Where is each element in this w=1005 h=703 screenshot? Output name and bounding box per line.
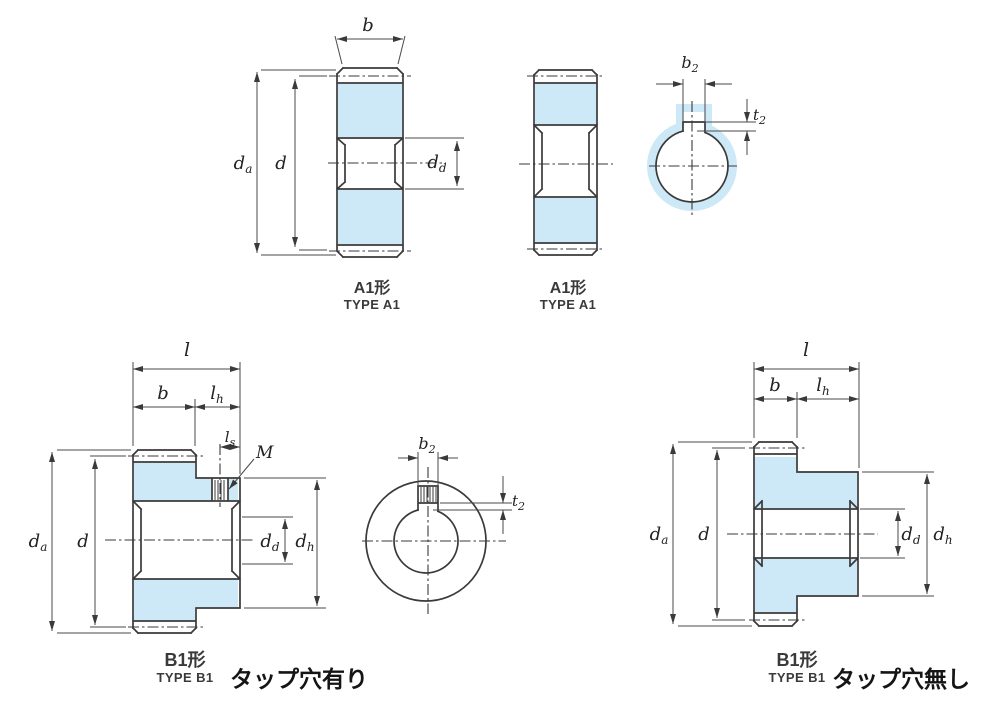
type-label-en: TYPE B1 [768, 669, 826, 685]
bore-outline [655, 121, 729, 203]
figure-a1-mid-section [519, 68, 613, 257]
dimension-lines [670, 362, 934, 627]
tap-hole-hatch [214, 480, 225, 500]
figure-keyway-top: b2 t2 [647, 53, 766, 217]
dim-label-dh: dh [933, 524, 952, 547]
centerlines [649, 101, 737, 217]
dim-label-m: M [255, 443, 274, 463]
dim-label-l: l [803, 339, 809, 361]
dim-label-b: b [157, 383, 169, 404]
type-label-en: TYPE A1 [539, 297, 597, 313]
dim-label-b2: b2 [418, 434, 435, 456]
caption-b1-right: B1形 TYPE B1 [737, 650, 857, 686]
dim-label-lh: lh [816, 375, 830, 398]
type-label-jp: A1形 [549, 280, 587, 297]
dim-label-b2: b2 [681, 53, 698, 75]
dim-label-b: b [362, 15, 374, 36]
dim-label-t2: t2 [512, 492, 525, 513]
type-label-jp: B1形 [164, 650, 206, 670]
gear-web-upper-fill [338, 84, 402, 137]
dim-label-d: d [77, 531, 89, 552]
centerlines [362, 467, 506, 614]
note-no-tapped-hole: タップ穴無し [832, 666, 970, 692]
gear-web-lower-fill [338, 190, 402, 244]
figure-b1-right-section: l b lh da d dd dh [650, 339, 953, 628]
gear-web-lower-fill [755, 559, 857, 612]
dim-label-da: da [650, 524, 669, 547]
dim-label-dd: dd [260, 531, 280, 554]
centerlines [328, 75, 446, 252]
type-label-en: TYPE B1 [156, 669, 214, 685]
dim-label-da: da [234, 153, 253, 176]
figure-a1-left-section: b da d dd [234, 15, 464, 259]
dimension-lines [49, 362, 326, 634]
note-tapped-hole: タップ穴有り [230, 666, 368, 692]
dim-label-d: d [275, 153, 287, 174]
gear-web-upper-fill [755, 457, 857, 508]
dim-label-t2: t2 [753, 106, 766, 127]
caption-a1-mid: A1形 TYPE A1 [508, 280, 628, 313]
dimension-lines [656, 79, 756, 155]
dim-label-dd: dd [427, 152, 447, 175]
gear-outline [532, 68, 599, 257]
tap-hole-hatch [420, 487, 437, 502]
caption-a1-left: A1形 TYPE A1 [312, 280, 432, 313]
dim-label-b: b [769, 375, 781, 396]
dimension-lines [254, 35, 464, 256]
dim-label-da: da [29, 531, 48, 554]
type-label-jp: A1形 [353, 280, 391, 297]
dim-label-dd: dd [901, 524, 921, 547]
dim-label-dh: dh [295, 531, 314, 554]
gear-web-lower-fill [535, 198, 597, 242]
caption-b1-left: B1形 TYPE B1 [125, 650, 245, 686]
dim-label-l: l [184, 339, 190, 361]
dim-label-lh: lh [210, 383, 224, 406]
type-label-jp: B1形 [776, 650, 818, 670]
keyway-slot [417, 485, 439, 512]
gear-web-lower-fill [134, 579, 238, 620]
centerlines [727, 447, 878, 621]
dimension-lines [398, 452, 512, 534]
dim-label-ls: ls [225, 428, 236, 449]
dim-label-d: d [698, 524, 710, 545]
figure-keyway-bottom: b2 t2 [362, 434, 525, 614]
figure-b1-left-section: l b lh ls M da d dd dh [29, 339, 326, 635]
centerlines [519, 75, 613, 250]
gear-web-upper-fill [535, 84, 597, 124]
type-label-en: TYPE A1 [343, 297, 401, 313]
